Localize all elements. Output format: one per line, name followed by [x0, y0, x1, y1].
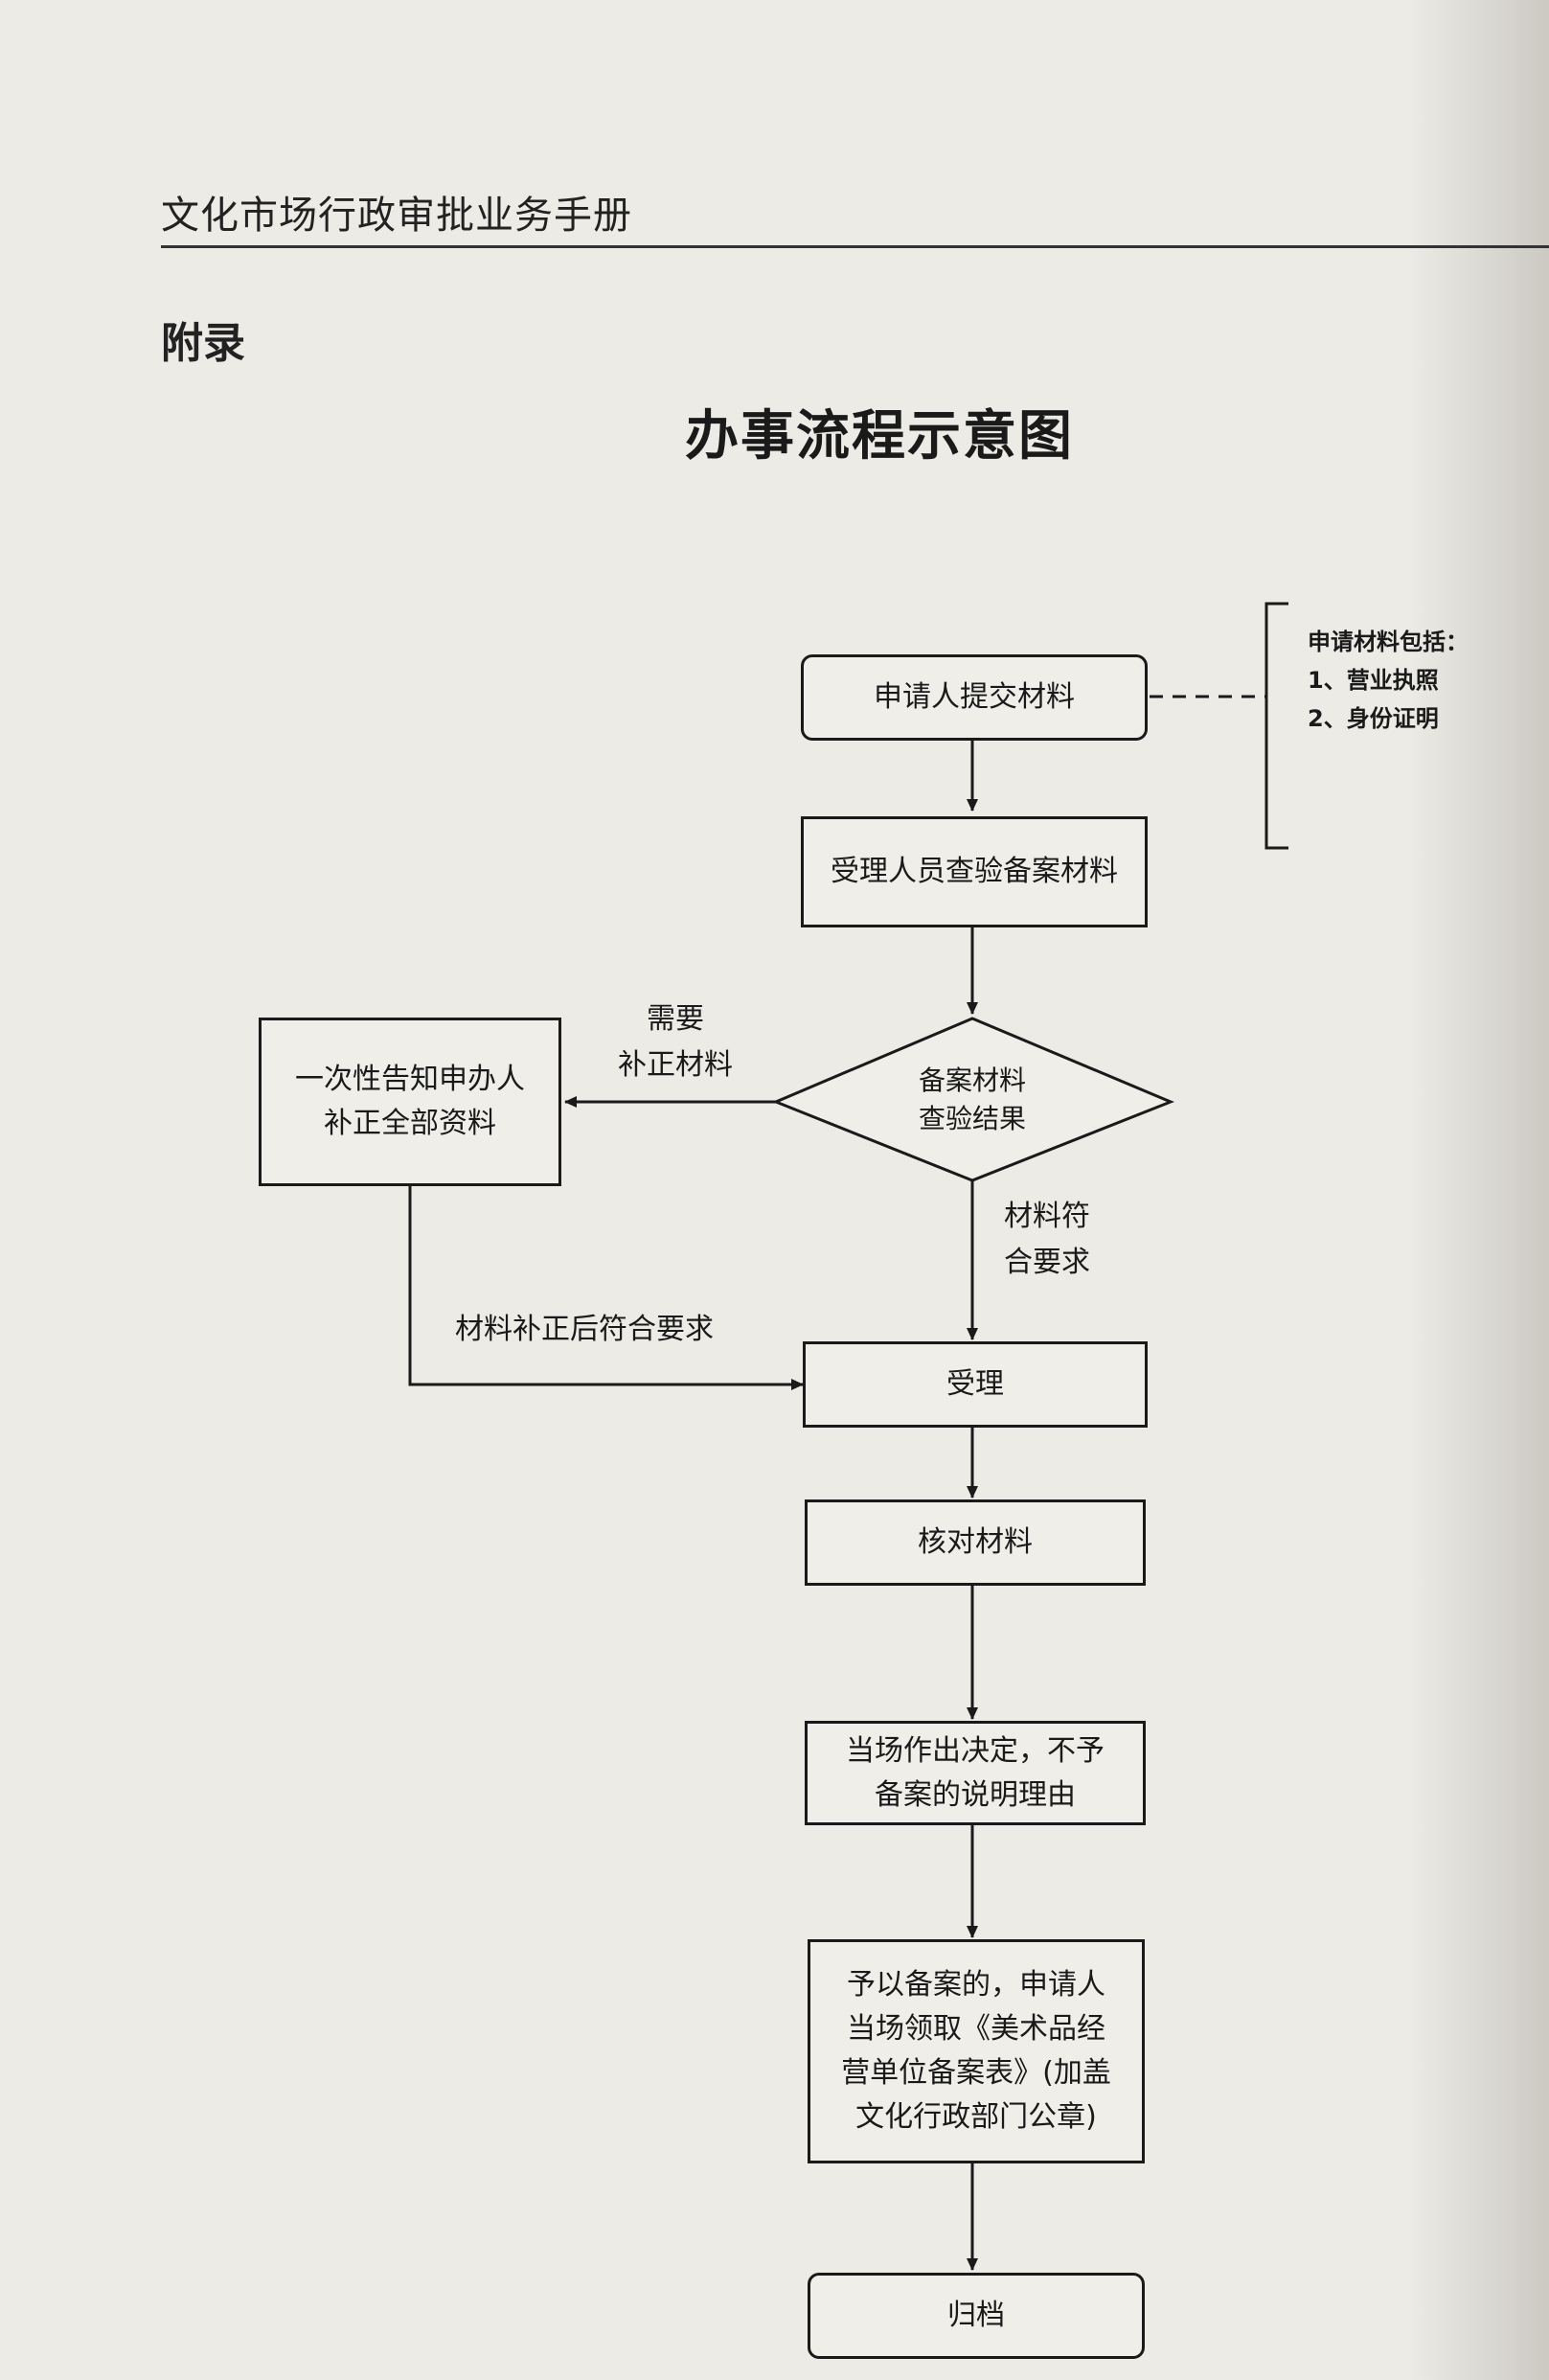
verify-materials-text: 核对材料 — [918, 1525, 1033, 1559]
archive-box: 归档 — [808, 2273, 1145, 2359]
materials-note: 申请材料包括： 1、营业执照 2、身份证明 — [1308, 623, 1499, 738]
corrected-label: 材料补正后符合要求 — [455, 1313, 714, 1346]
accept-box: 受理 — [803, 1341, 1148, 1428]
record-text: 予以备案的，申请人当场领取《美术品经营单位备案表》(加盖文化行政部门公章) — [841, 1968, 1111, 2134]
need-correction-label: 需要 补正材料 — [584, 996, 766, 1088]
note-bracket — [1264, 602, 1288, 850]
need-correction-line1: 需要 — [647, 1002, 704, 1036]
decision-text-line2: 查验结果 — [918, 1103, 1026, 1134]
arrow-corrected-to-accept — [408, 1186, 804, 1390]
appendix-heading: 附录 — [161, 319, 245, 368]
verify-materials-box: 核对材料 — [805, 1499, 1146, 1586]
meets-requirements-line1: 材料符 — [1004, 1200, 1090, 1233]
submit-materials-box: 申请人提交材料 — [801, 654, 1148, 741]
check-materials-box: 受理人员查验备案材料 — [801, 816, 1148, 927]
decision-result-box: 当场作出决定，不予备案的说明理由 — [805, 1721, 1146, 1825]
accept-text: 受理 — [946, 1367, 1004, 1401]
diagram-title: 办事流程示意图 — [685, 405, 1074, 468]
running-head: 文化市场行政审批业务手册 — [161, 194, 632, 238]
record-box: 予以备案的，申请人当场领取《美术品经营单位备案表》(加盖文化行政部门公章) — [808, 1939, 1145, 2163]
need-correction-line2: 补正材料 — [618, 1048, 733, 1082]
decision-result-text: 当场作出决定，不予备案的说明理由 — [846, 1733, 1105, 1812]
notify-text: 一次性告知申办人补正全部资料 — [295, 1063, 525, 1140]
meets-requirements-label: 材料符 合要求 — [985, 1194, 1109, 1286]
check-materials-text: 受理人员查验备案材料 — [831, 855, 1118, 888]
decision-text: 备案材料 查验结果 — [843, 1062, 1102, 1138]
decision-text-line1: 备案材料 — [918, 1064, 1026, 1096]
materials-note-item2: 2、身份证明 — [1308, 705, 1439, 732]
archive-text: 归档 — [947, 2299, 1005, 2332]
decision-diamond — [772, 1017, 1174, 1182]
materials-note-item1: 1、营业执照 — [1308, 667, 1439, 694]
materials-note-heading: 申请材料包括： — [1308, 629, 1469, 655]
submit-materials-text: 申请人提交材料 — [874, 680, 1075, 714]
notify-box: 一次性告知申办人补正全部资料 — [259, 1018, 561, 1186]
meets-requirements-line2: 合要求 — [1004, 1246, 1090, 1279]
header-rule — [161, 245, 1549, 248]
page-edge-shadow — [1408, 0, 1549, 2380]
